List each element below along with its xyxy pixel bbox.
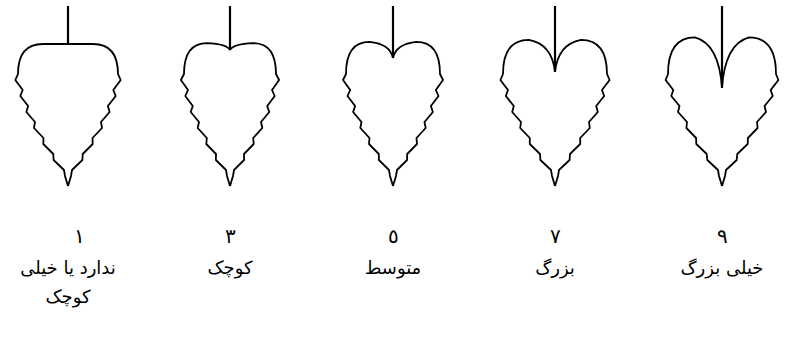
scale-number: ٧ xyxy=(480,220,630,252)
leaf-outline xyxy=(555,40,610,186)
scale-label: خیلی بزرگ xyxy=(647,254,797,283)
scale-number: ١ xyxy=(4,220,154,252)
scale-label: کوچک xyxy=(155,254,305,283)
leaf-outline xyxy=(68,44,121,186)
leaf-outline xyxy=(500,40,555,186)
leaf-outline xyxy=(666,37,722,186)
leaf-stem xyxy=(554,6,556,72)
leaf-outline xyxy=(230,43,279,186)
scale-label: ندارد یا خیلی کوچک xyxy=(10,254,126,312)
scale-number: ٩ xyxy=(647,220,797,252)
leaf-outline xyxy=(181,43,230,186)
leaf-stem xyxy=(67,6,69,44)
leaf-stem xyxy=(392,6,394,58)
scale-number: ٥ xyxy=(318,220,468,252)
leaf-outline xyxy=(15,44,68,186)
scale-label: بزرگ xyxy=(480,254,630,283)
scale-label: متوسط xyxy=(318,254,468,283)
leaf-outline xyxy=(343,42,393,186)
leaf-outline xyxy=(722,37,778,186)
leaf-stem xyxy=(229,6,231,50)
leaf-outline xyxy=(393,42,443,186)
scale-number: ٣ xyxy=(155,220,305,252)
